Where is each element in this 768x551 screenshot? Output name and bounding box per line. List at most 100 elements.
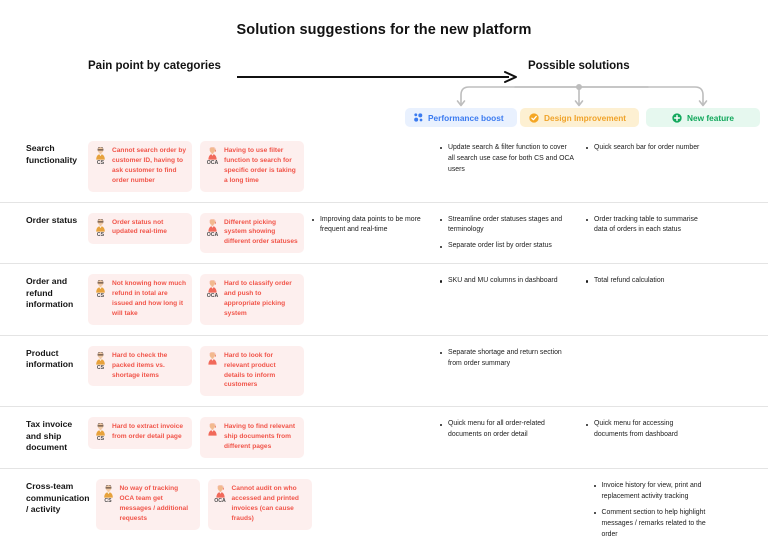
solution-item[interactable]: Comment section to help highlight messag… <box>593 508 712 541</box>
pain-point-text: Hard to classify order and push to appro… <box>224 280 292 317</box>
row-category-label: Order and refund information <box>26 276 74 310</box>
page-title: Solution suggestions for the new platfor… <box>236 22 532 38</box>
performance-boost-cell <box>310 407 438 468</box>
design-improvement-cell: Quick menu for all order-related documen… <box>438 407 584 468</box>
solution-item[interactable]: Total refund calculation <box>586 276 704 287</box>
oca-avatar-icon: OCA <box>205 146 220 166</box>
solution-list: Quick search bar for order number <box>586 143 704 154</box>
design-improvement-cell: Streamline order statuses stages and ter… <box>438 203 584 264</box>
new-feature-cell: Invoice history for view, print and repl… <box>592 469 722 551</box>
row-category-label: Order status <box>26 214 78 225</box>
performance-boost-cell <box>310 336 438 407</box>
oca-avatar-icon <box>205 351 220 365</box>
solution-branch-connector <box>395 82 768 110</box>
solution-item[interactable]: Separate shortage and return section fro… <box>440 348 574 370</box>
badge-new-feature[interactable]: New feature <box>646 108 760 127</box>
cs-avatar-icon: CS <box>93 218 108 238</box>
pain-point-text: Cannot audit on who accessed and printed… <box>231 485 299 522</box>
cs-avatar-icon: CS <box>93 146 108 166</box>
solution-list: Update search & filter function to cover… <box>440 143 574 176</box>
cs-avatar-icon: CS <box>93 422 108 442</box>
pain-point-card[interactable]: OCA Different picking system showing diff… <box>200 212 304 254</box>
pain-point-role-label: CS <box>96 231 105 238</box>
pain-point-text: Having to use filter function to search … <box>224 147 296 184</box>
pain-point-card[interactable]: CS Not knowing how much refund in total a… <box>88 274 192 325</box>
pain-point-card[interactable]: OCA Hard to classify order and push to ap… <box>200 274 304 325</box>
pain-point-card[interactable]: CS Order status not updated real-time <box>88 212 192 244</box>
new-feature-cell: Quick menu for accessing documents from … <box>584 407 714 468</box>
right-arrow-icon <box>237 70 520 83</box>
pain-point-role-label: CS <box>104 498 112 505</box>
solution-category-badges: Performance boost Design Improvement New… <box>0 108 768 128</box>
pain-point-text: Hard to extract invoice from order detai… <box>112 423 184 441</box>
pain-point-role-label: OCA <box>206 293 219 300</box>
check-circle-icon <box>529 112 539 123</box>
pain-point-text: Cannot search order by customer ID, havi… <box>112 147 187 184</box>
solution-item[interactable]: Improving data points to be more frequen… <box>312 215 428 237</box>
performance-boost-cell: Improving data points to be more frequen… <box>310 203 438 264</box>
badge-performance-boost[interactable]: Performance boost <box>405 108 517 127</box>
pain-point-text: Hard to check the packed items vs. short… <box>112 351 168 379</box>
design-improvement-cell: SKU and MU columns in dashboard <box>438 264 584 335</box>
performance-boost-cell <box>318 469 446 551</box>
design-improvement-cell <box>446 469 592 551</box>
pain-point-text: Different picking system showing differe… <box>224 218 298 246</box>
pain-point-role-label: CS <box>96 293 105 300</box>
design-improvement-cell: Separate shortage and return section fro… <box>438 336 584 407</box>
badge-design-label: Design Improvement <box>544 112 627 123</box>
pain-point-role-label: OCA <box>206 160 219 166</box>
pain-point-card[interactable]: CS No way of tracking OCA team get messag… <box>95 479 200 530</box>
pain-point-card[interactable]: Having to find relevant ship documents f… <box>200 417 304 459</box>
pain-point-text: No way of tracking OCA team get messages… <box>119 485 189 522</box>
solution-item[interactable]: Order tracking table to summarise data o… <box>586 215 704 237</box>
pain-point-card[interactable]: OCA Having to use filter function to sear… <box>200 141 304 192</box>
solution-item[interactable]: Quick menu for all order-related documen… <box>440 419 574 441</box>
pain-axis-label: Pain point by categories <box>88 60 221 72</box>
pain-point-text: Having to find relevant ship documents f… <box>224 423 296 451</box>
solution-item[interactable]: Invoice history for view, print and repl… <box>593 481 712 503</box>
row-category-label: Search functionality <box>26 143 78 165</box>
solution-item[interactable]: Update search & filter function to cover… <box>440 143 574 176</box>
solution-list: Invoice history for view, print and repl… <box>593 481 712 541</box>
pain-point-card[interactable]: OCA Cannot audit on who accessed and prin… <box>207 479 312 530</box>
row-category-label: Tax invoice and ship document <box>26 419 73 453</box>
solution-list: Quick menu for accessing documents from … <box>586 419 704 441</box>
axis-header: Pain point by categories Possible soluti… <box>0 60 768 84</box>
solutions-axis-label: Possible solutions <box>528 60 630 72</box>
solution-list: Quick menu for all order-related documen… <box>440 419 574 441</box>
badge-new-feature-label: New feature <box>686 112 735 123</box>
cs-avatar-icon: CS <box>93 351 108 371</box>
oca-avatar-icon: OCA <box>205 218 220 238</box>
cs-avatar-icon: CS <box>101 484 116 504</box>
pain-points-cell: CS No way of tracking OCA team get messag… <box>95 469 318 551</box>
solution-item[interactable]: Quick menu for accessing documents from … <box>586 419 704 441</box>
badge-design-improvement[interactable]: Design Improvement <box>520 108 639 127</box>
pain-point-role-label: OCA <box>206 231 219 238</box>
performance-boost-cell <box>310 264 438 335</box>
solution-list: Order tracking table to summarise data o… <box>586 215 704 237</box>
solution-item[interactable]: Quick search bar for order number <box>586 143 704 154</box>
solution-item[interactable]: SKU and MU columns in dashboard <box>440 276 574 287</box>
plus-circle-icon <box>672 112 682 123</box>
solution-item[interactable]: Streamline order statuses stages and ter… <box>440 215 574 237</box>
pain-point-role-label: OCA <box>214 498 226 505</box>
pain-point-text: Not knowing how much refund in total are… <box>112 280 186 317</box>
design-improvement-cell: Update search & filter function to cover… <box>438 131 584 202</box>
performance-boost-cell <box>310 131 438 202</box>
pain-point-text: Order status not updated real-time <box>112 218 167 236</box>
row-category-label: Cross-team communication / activity <box>26 481 90 515</box>
pain-points-cell: CS Not knowing how much refund in total a… <box>88 264 310 335</box>
pain-point-card[interactable]: Hard to look for relevant product detail… <box>200 345 304 397</box>
solution-item[interactable]: Separate order list by order status <box>440 241 574 252</box>
new-feature-cell <box>584 336 714 407</box>
new-feature-cell: Order tracking table to summarise data o… <box>584 203 714 264</box>
sparkle-dots-icon <box>414 113 423 122</box>
